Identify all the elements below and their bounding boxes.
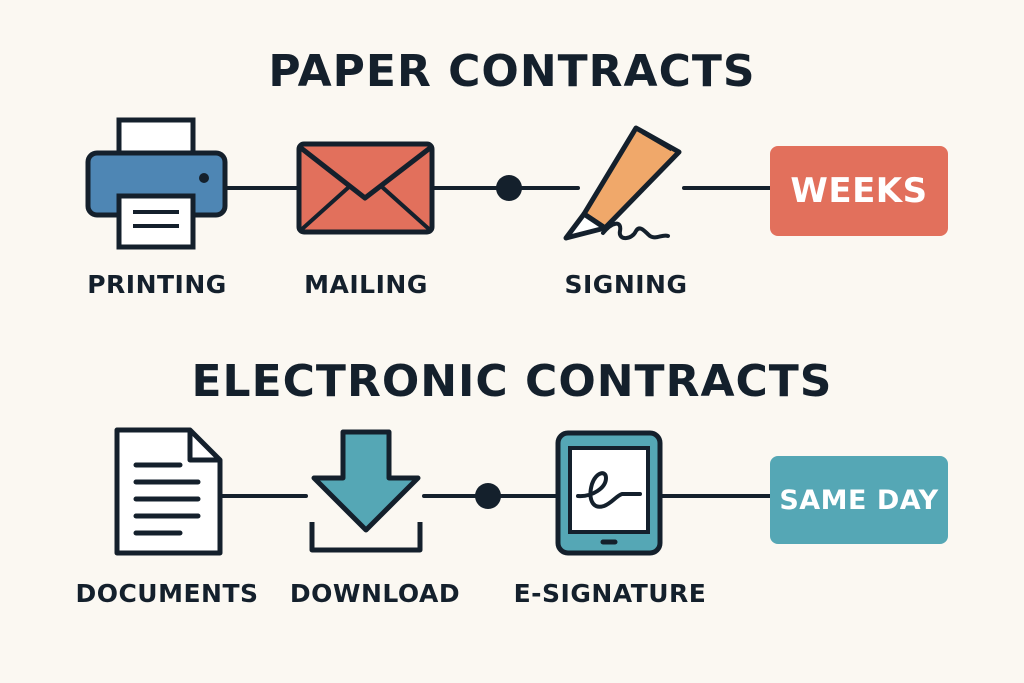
printer-icon — [85, 117, 228, 250]
step-label-mailing: MAILING — [304, 270, 428, 299]
same-day-badge: SAME DAY — [770, 456, 948, 544]
paper-connector-dot — [496, 175, 522, 201]
electronic-contracts-title: ELECTRONIC CONTRACTS — [191, 356, 833, 407]
tablet-esignature-icon — [555, 430, 663, 556]
step-label-documents: DOCUMENTS — [75, 579, 259, 608]
step-label-signing: SIGNING — [564, 270, 688, 299]
step-label-download: DOWNLOAD — [289, 579, 461, 608]
step-label-printing: PRINTING — [87, 270, 227, 299]
document-icon — [114, 427, 223, 556]
weeks-badge: WEEKS — [770, 146, 948, 236]
paper-contracts-title: PAPER CONTRACTS — [268, 46, 756, 97]
download-icon — [309, 429, 423, 553]
envelope-icon — [296, 141, 435, 235]
step-label-e-signature: E-SIGNATURE — [513, 579, 707, 608]
electronic-connector-dot — [475, 483, 501, 509]
pencil-signature-icon — [563, 125, 682, 241]
